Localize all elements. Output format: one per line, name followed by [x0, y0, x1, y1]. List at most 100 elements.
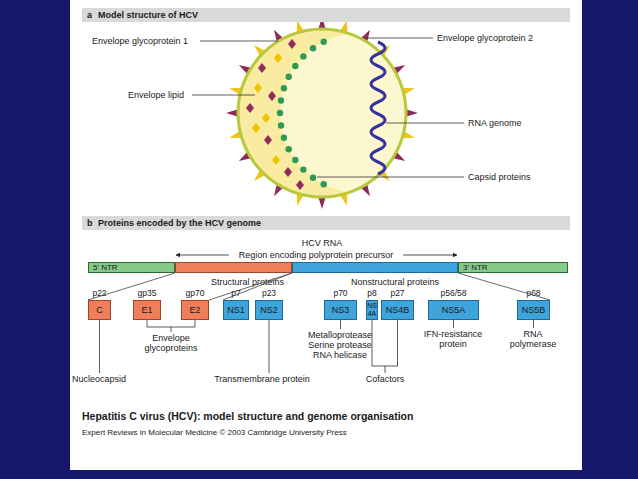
leader-line	[269, 320, 270, 373]
protein-mass: p56/58	[405, 288, 502, 298]
leader-line	[99, 320, 100, 373]
coding-region: Structural proteins	[175, 262, 292, 273]
region-heading: Nonstructural proteins	[351, 277, 439, 287]
glycoprotein-spike	[251, 42, 266, 57]
capsid-dot	[321, 181, 327, 187]
protein-mass: p27	[358, 288, 437, 298]
glycoprotein-diamond	[252, 123, 260, 133]
capsid-dot	[277, 110, 283, 116]
credit-line: Expert Reviews in Molecular Medicine © 2…	[82, 428, 522, 438]
protein-box: p22C	[88, 300, 111, 320]
protein-mass: p68	[494, 288, 573, 298]
region-name: 3' NTR	[463, 263, 488, 272]
annotation-label: RNA polymerase	[508, 329, 558, 349]
figure-caption: Hepatitis C virus (HCV): model structure…	[82, 410, 562, 422]
annotation-label: Envelope glycoprotein 1	[92, 36, 202, 46]
region-heading: Structural proteins	[211, 277, 284, 287]
protein-mass: gp70	[158, 288, 232, 298]
leader-line	[317, 177, 464, 178]
leader-line	[366, 38, 433, 39]
leader-line	[200, 41, 278, 42]
section-title: Proteins encoded by the HCV genome	[98, 216, 261, 230]
virion-envelope	[238, 29, 406, 197]
coding-region: Nonstructural proteins	[292, 262, 458, 273]
annotation-label: Metalloprotease Serine protease RNA heli…	[300, 330, 380, 360]
annotation-label: RNA genome	[468, 118, 548, 128]
annotation-label: Region encoding polyprotein precursor	[226, 250, 406, 260]
annotation-label: Envelope glycoproteins	[136, 333, 206, 353]
capsid-dot	[292, 63, 298, 69]
section-header: a Model structure of HCV	[82, 8, 570, 22]
glycoprotein-diamond	[262, 113, 270, 123]
protein-mass: p23	[232, 288, 306, 298]
capsid-dot	[310, 45, 316, 51]
annotation-label: HCV RNA	[292, 238, 352, 248]
capsid-dot	[278, 97, 284, 103]
glycoprotein-diamond	[274, 53, 282, 63]
leader-line	[385, 366, 386, 373]
leader-line	[453, 320, 454, 328]
leader-line	[386, 123, 464, 124]
protein-name: C	[89, 305, 110, 315]
annotation-label: Envelope glycoprotein 2	[437, 33, 557, 43]
protein-name: E2	[182, 305, 208, 315]
annotation-label: Capsid proteins	[468, 172, 558, 182]
protein-name: NS5A	[429, 305, 478, 315]
protein-name: NS5B	[518, 305, 549, 315]
glycoprotein-diamond	[254, 83, 262, 93]
section-title: Model structure of HCV	[98, 8, 198, 22]
protein-name: NS4B	[382, 305, 413, 315]
annotation-label: Transmembrane protein	[207, 374, 317, 384]
protein-name: NS3	[325, 305, 356, 315]
expansion-line	[209, 273, 292, 300]
section-header: b Proteins encoded by the HCV genome	[82, 216, 570, 230]
glycoprotein-diamond	[284, 167, 292, 177]
region-arrow	[403, 255, 457, 256]
leader-line	[171, 327, 172, 332]
leader-line	[533, 320, 534, 328]
glycoprotein-diamond	[258, 63, 266, 73]
protein-box: p27NS4B	[381, 300, 414, 320]
glycoprotein-diamond	[296, 180, 304, 190]
glycoprotein-diamond	[288, 39, 296, 49]
protein-box: p23NS2	[255, 300, 283, 320]
protein-mass: p7	[200, 288, 272, 298]
protein-box: p68NS5B	[517, 300, 550, 320]
figure-panel	[70, 0, 582, 470]
untranslated-region: 3' NTR	[458, 262, 568, 273]
capsid-dot	[281, 135, 287, 141]
capsid-dot	[286, 146, 292, 152]
capsid-dot	[281, 85, 287, 91]
protein-name: NS2	[256, 305, 282, 315]
section-letter: b	[87, 216, 93, 230]
glycoprotein-spike	[251, 169, 266, 184]
bracket	[372, 320, 398, 366]
virion-interior	[280, 33, 440, 193]
protein-box: gp70E2	[181, 300, 209, 320]
capsid-dot	[292, 157, 298, 163]
protein-box: p7NS1	[223, 300, 249, 320]
protein-name: NS 4A	[367, 302, 377, 318]
leader-line	[192, 95, 255, 96]
bracket	[147, 320, 195, 327]
section-letter: a	[87, 8, 92, 22]
region-name: 5' NTR	[93, 263, 118, 272]
capsid-dot	[310, 175, 316, 181]
annotation-label: Nucleocapsid	[64, 374, 134, 384]
protein-name: E1	[134, 305, 160, 315]
protein-box: p56/58NS5A	[428, 300, 479, 320]
glycoprotein-diamond	[272, 155, 280, 165]
annotation-label: Cofactors	[355, 374, 415, 384]
glycoprotein-diamond	[264, 135, 272, 145]
untranslated-region: 5' NTR	[88, 262, 175, 273]
region-arrow	[176, 255, 229, 256]
protein-box: p8NS 4A	[366, 300, 378, 320]
protein-mass: p22	[65, 288, 134, 298]
rna-genome-strand	[371, 42, 385, 174]
protein-name: NS1	[224, 305, 248, 315]
capsid-dot	[321, 39, 327, 45]
capsid-dot	[278, 122, 284, 128]
glycoprotein-diamond	[246, 103, 254, 113]
protein-box: p70NS3	[324, 300, 357, 320]
capsid-dot	[300, 166, 306, 172]
